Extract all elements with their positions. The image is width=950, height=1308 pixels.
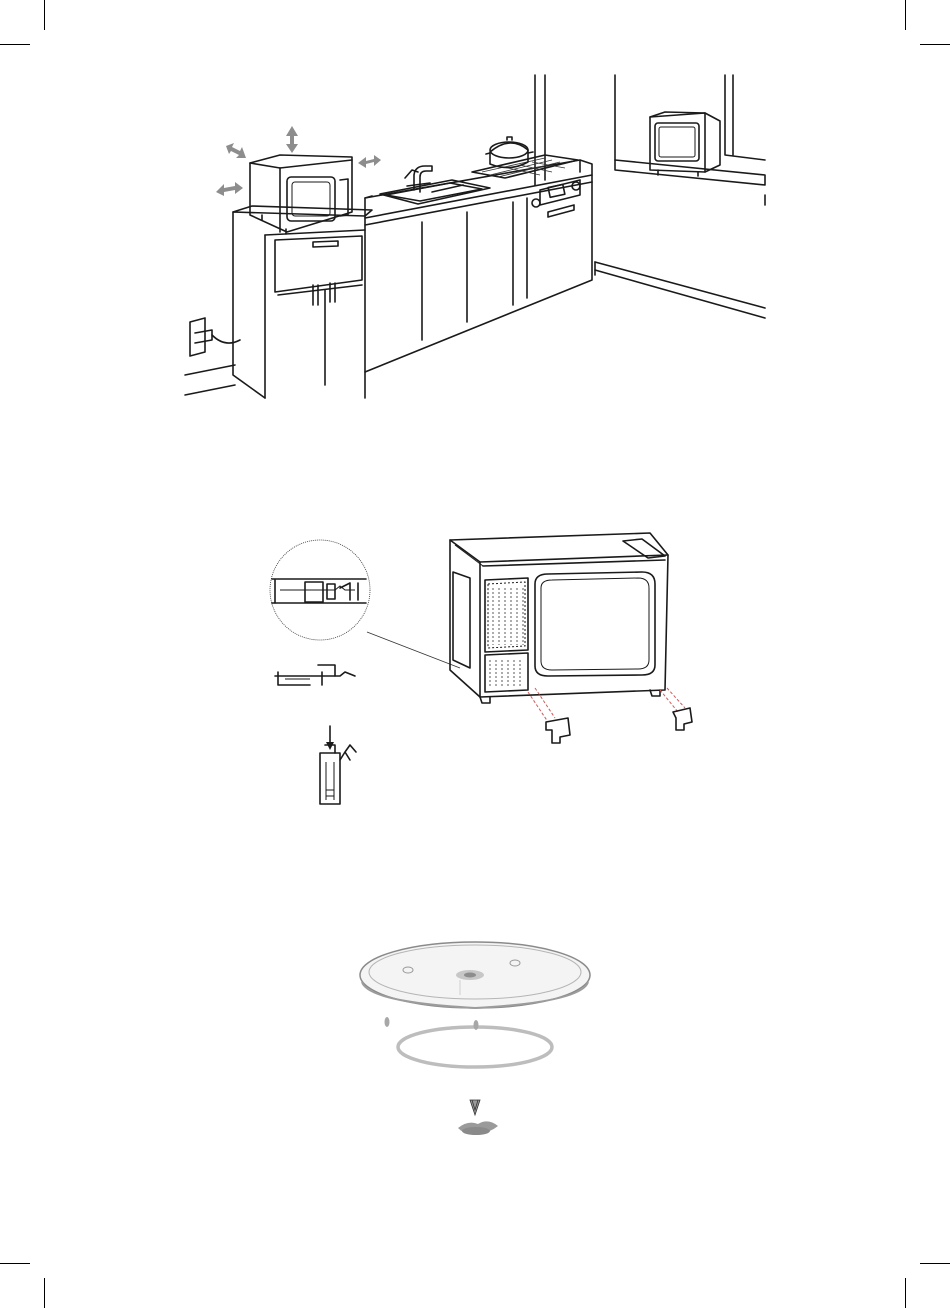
magnified-detail	[270, 540, 460, 668]
feet-mounting-illustration	[270, 533, 692, 804]
microwave-rear-view	[450, 533, 668, 703]
turntable-shaft	[458, 1121, 498, 1135]
clearance-arrows	[216, 126, 381, 196]
foot-side-view	[275, 665, 355, 685]
kitchen-installation-illustration	[185, 75, 765, 398]
side-clearance-arrow-icon	[358, 155, 381, 168]
cooktop	[472, 137, 578, 178]
foot-left	[546, 718, 570, 743]
window	[615, 75, 765, 185]
microwave-on-counter	[250, 155, 352, 234]
base-cabinet	[233, 206, 372, 398]
feet-install-guides	[528, 688, 692, 743]
top-clearance-arrow-icon	[286, 126, 298, 153]
rear-clearance-arrow-icon	[226, 143, 246, 158]
foot-front-view	[320, 726, 356, 804]
coupler	[470, 1100, 480, 1115]
foot-right	[673, 708, 692, 730]
front-clearance-arrow-icon	[216, 182, 243, 196]
roller-ring	[385, 1017, 553, 1067]
glass-tray	[360, 942, 590, 1008]
turntable-assembly-illustration	[360, 942, 590, 1135]
